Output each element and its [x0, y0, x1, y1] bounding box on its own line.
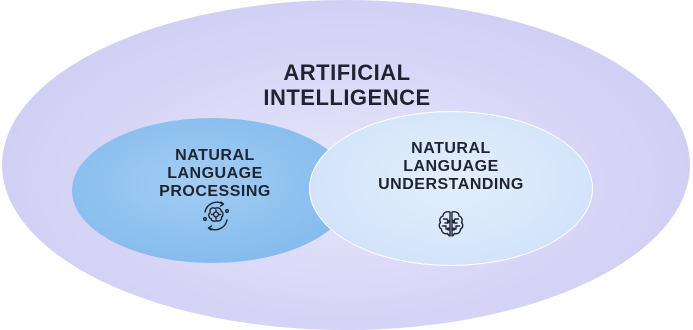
ai-label-line-1: ARTIFICIAL — [283, 60, 411, 85]
brain-gear-icon — [202, 201, 230, 231]
nlp-label: NATURAL LANGUAGE PROCESSING — [130, 147, 300, 201]
nlp-label-line-1: NATURAL — [175, 147, 255, 164]
nlu-label-line-3: UNDERSTANDING — [378, 175, 524, 193]
nlu-label-line-2: LANGUAGE — [403, 157, 499, 175]
brain-circuit-icon — [438, 211, 464, 237]
nlp-label-line-2: LANGUAGE — [167, 164, 263, 182]
nlu-circle — [309, 111, 593, 266]
nlp-label-line-3: PROCESSING — [159, 182, 271, 200]
ai-label: ARTIFICIAL INTELLIGENCE — [247, 60, 447, 110]
ai-label-line-2: INTELLIGENCE — [263, 84, 431, 110]
nlp-circle — [72, 118, 352, 263]
nlu-label-line-1: NATURAL — [411, 140, 491, 157]
nlu-label: NATURAL LANGUAGE UNDERSTANDING — [351, 140, 551, 194]
